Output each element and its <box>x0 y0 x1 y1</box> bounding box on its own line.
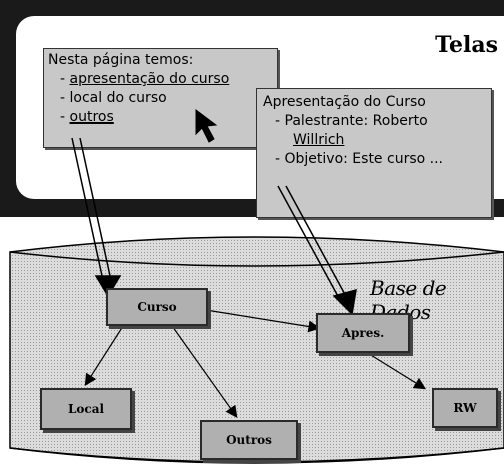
bullet: - <box>60 109 70 125</box>
panel-course-presentation: Apresentação do Curso - Palestrante: Rob… <box>256 88 492 218</box>
link-willrich[interactable]: Willrich <box>293 132 345 148</box>
list-item-presentation[interactable]: - apresentação do curso <box>48 70 273 89</box>
link-outros[interactable]: outros <box>69 109 114 125</box>
cylinder-top <box>9 236 504 267</box>
bullet: - <box>60 71 70 87</box>
list-item-outros[interactable]: - outros <box>48 108 273 127</box>
link-apresentacao[interactable]: apresentação do curso <box>69 71 230 87</box>
screens-title: Telas <box>435 32 498 58</box>
list-item-local: - local do curso <box>48 89 273 108</box>
bullet: - <box>60 90 70 106</box>
panel-page-index: Nesta página temos: - apresentação do cu… <box>43 48 278 148</box>
node-apres[interactable]: Apres. <box>316 313 410 353</box>
objective-line: - Objetivo: Este curso ... <box>275 151 443 167</box>
node-curso[interactable]: Curso <box>106 288 208 326</box>
speaker-line: - Palestrante: Roberto <box>275 113 428 129</box>
node-outros[interactable]: Outros <box>200 420 298 460</box>
panel-heading: Apresentação do Curso <box>263 94 426 110</box>
panel-heading: Nesta página temos: <box>48 52 194 68</box>
node-rw[interactable]: RW <box>432 388 498 428</box>
local-text: local do curso <box>69 90 167 106</box>
node-local[interactable]: Local <box>40 388 132 430</box>
speaker-name-line: Willrich <box>263 131 485 150</box>
